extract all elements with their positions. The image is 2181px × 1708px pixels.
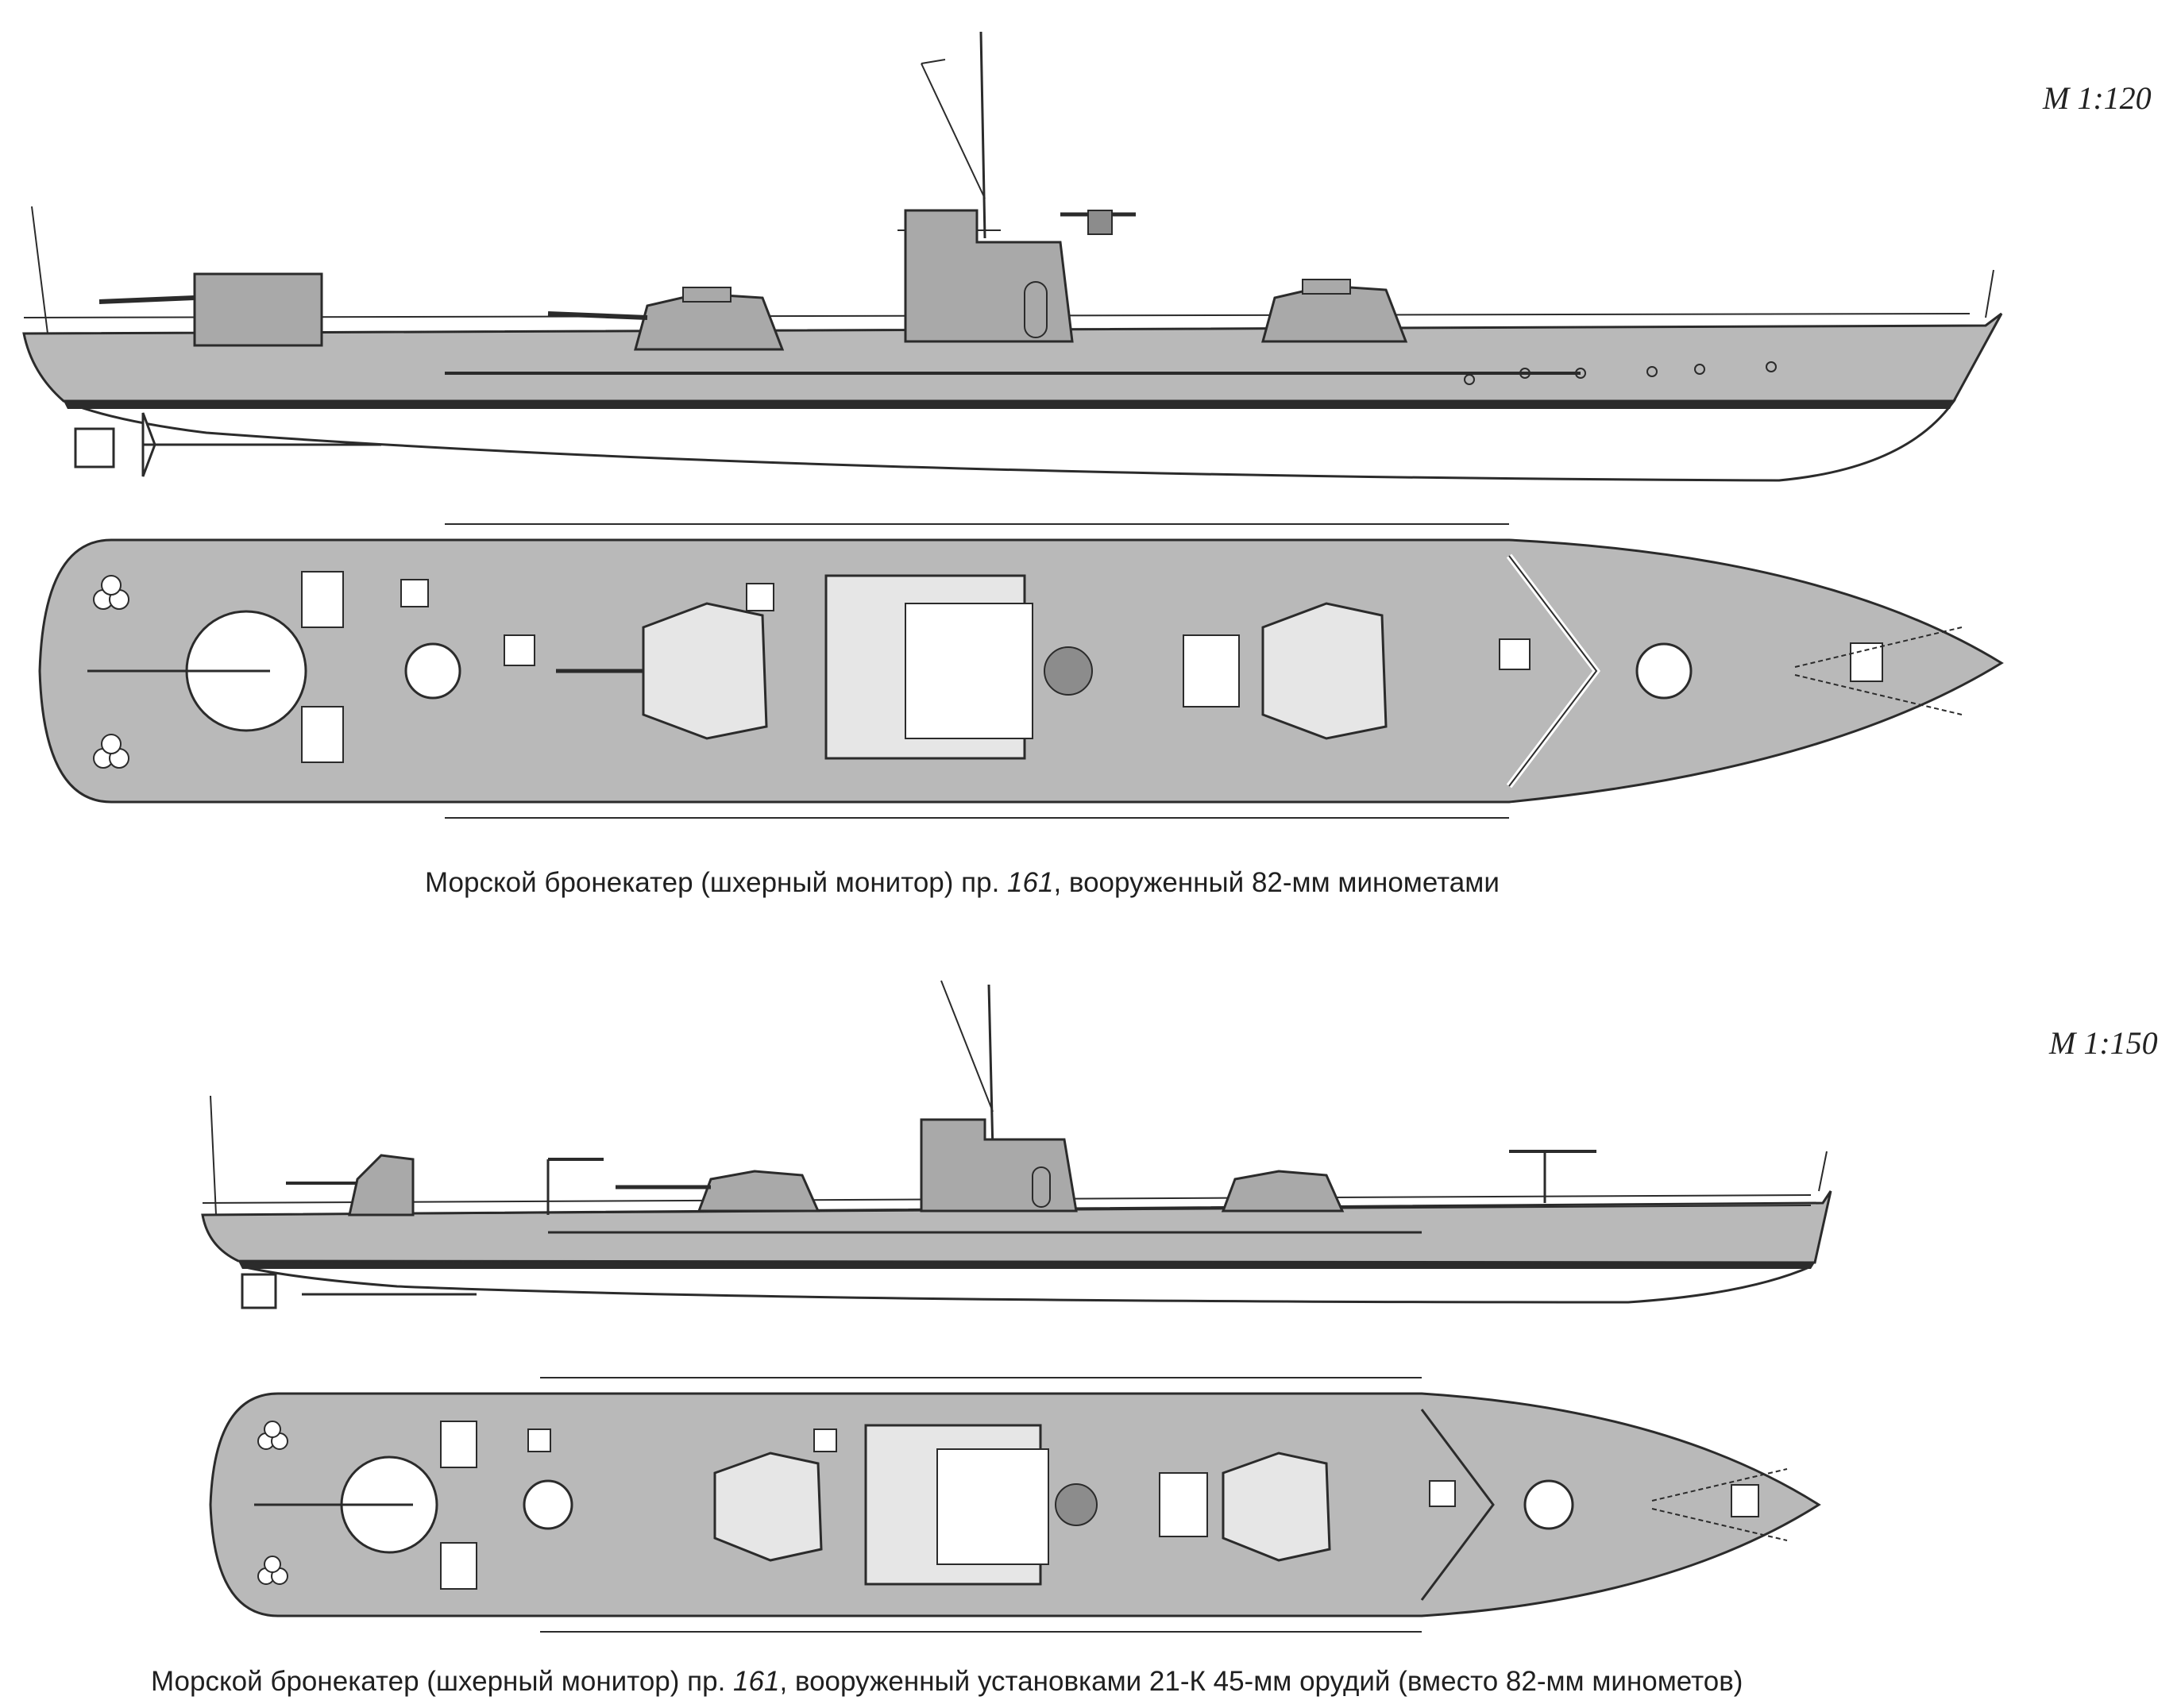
turret-fwd	[1261, 284, 1408, 343]
scale-label-2: M 1:150	[2049, 1025, 2158, 1061]
side-profile-1	[22, 31, 2003, 482]
turret-aft-plan	[642, 602, 768, 740]
mast-2	[987, 984, 994, 1152]
caption-2-text: Морской бронекатер (шхерный монитор) пр.	[151, 1666, 734, 1697]
deck-plan-1	[38, 523, 2004, 819]
caption-2-project: 161	[733, 1666, 780, 1697]
caption-1: Морской бронекатер (шхерный монитор) пр.…	[425, 867, 1500, 899]
caption-2: Морской бронекатер (шхерный монитор) пр.…	[151, 1666, 1743, 1698]
scale-label-1: M 1:120	[2043, 80, 2152, 116]
underwater-hull	[63, 399, 1956, 482]
deck-plan-2	[209, 1377, 1821, 1633]
hull-topsides-2	[201, 1190, 1832, 1264]
caption-1-text: Морской бронекатер (шхерный монитор) пр.	[425, 867, 1008, 898]
caption-1-project: 161	[1007, 867, 1054, 898]
caption-2-text-end: , вооруженный установками 21-К 45-мм ору…	[779, 1666, 1743, 1697]
hull-topsides	[22, 312, 2003, 403]
mast	[979, 31, 986, 239]
side-profile-2	[201, 980, 1832, 1309]
caption-1-text-end: , вооруженный 82-мм минометами	[1053, 867, 1500, 898]
conning-tower	[904, 209, 1074, 343]
turret-fwd-plan	[1261, 602, 1388, 740]
mortar-box-aft	[193, 272, 323, 347]
